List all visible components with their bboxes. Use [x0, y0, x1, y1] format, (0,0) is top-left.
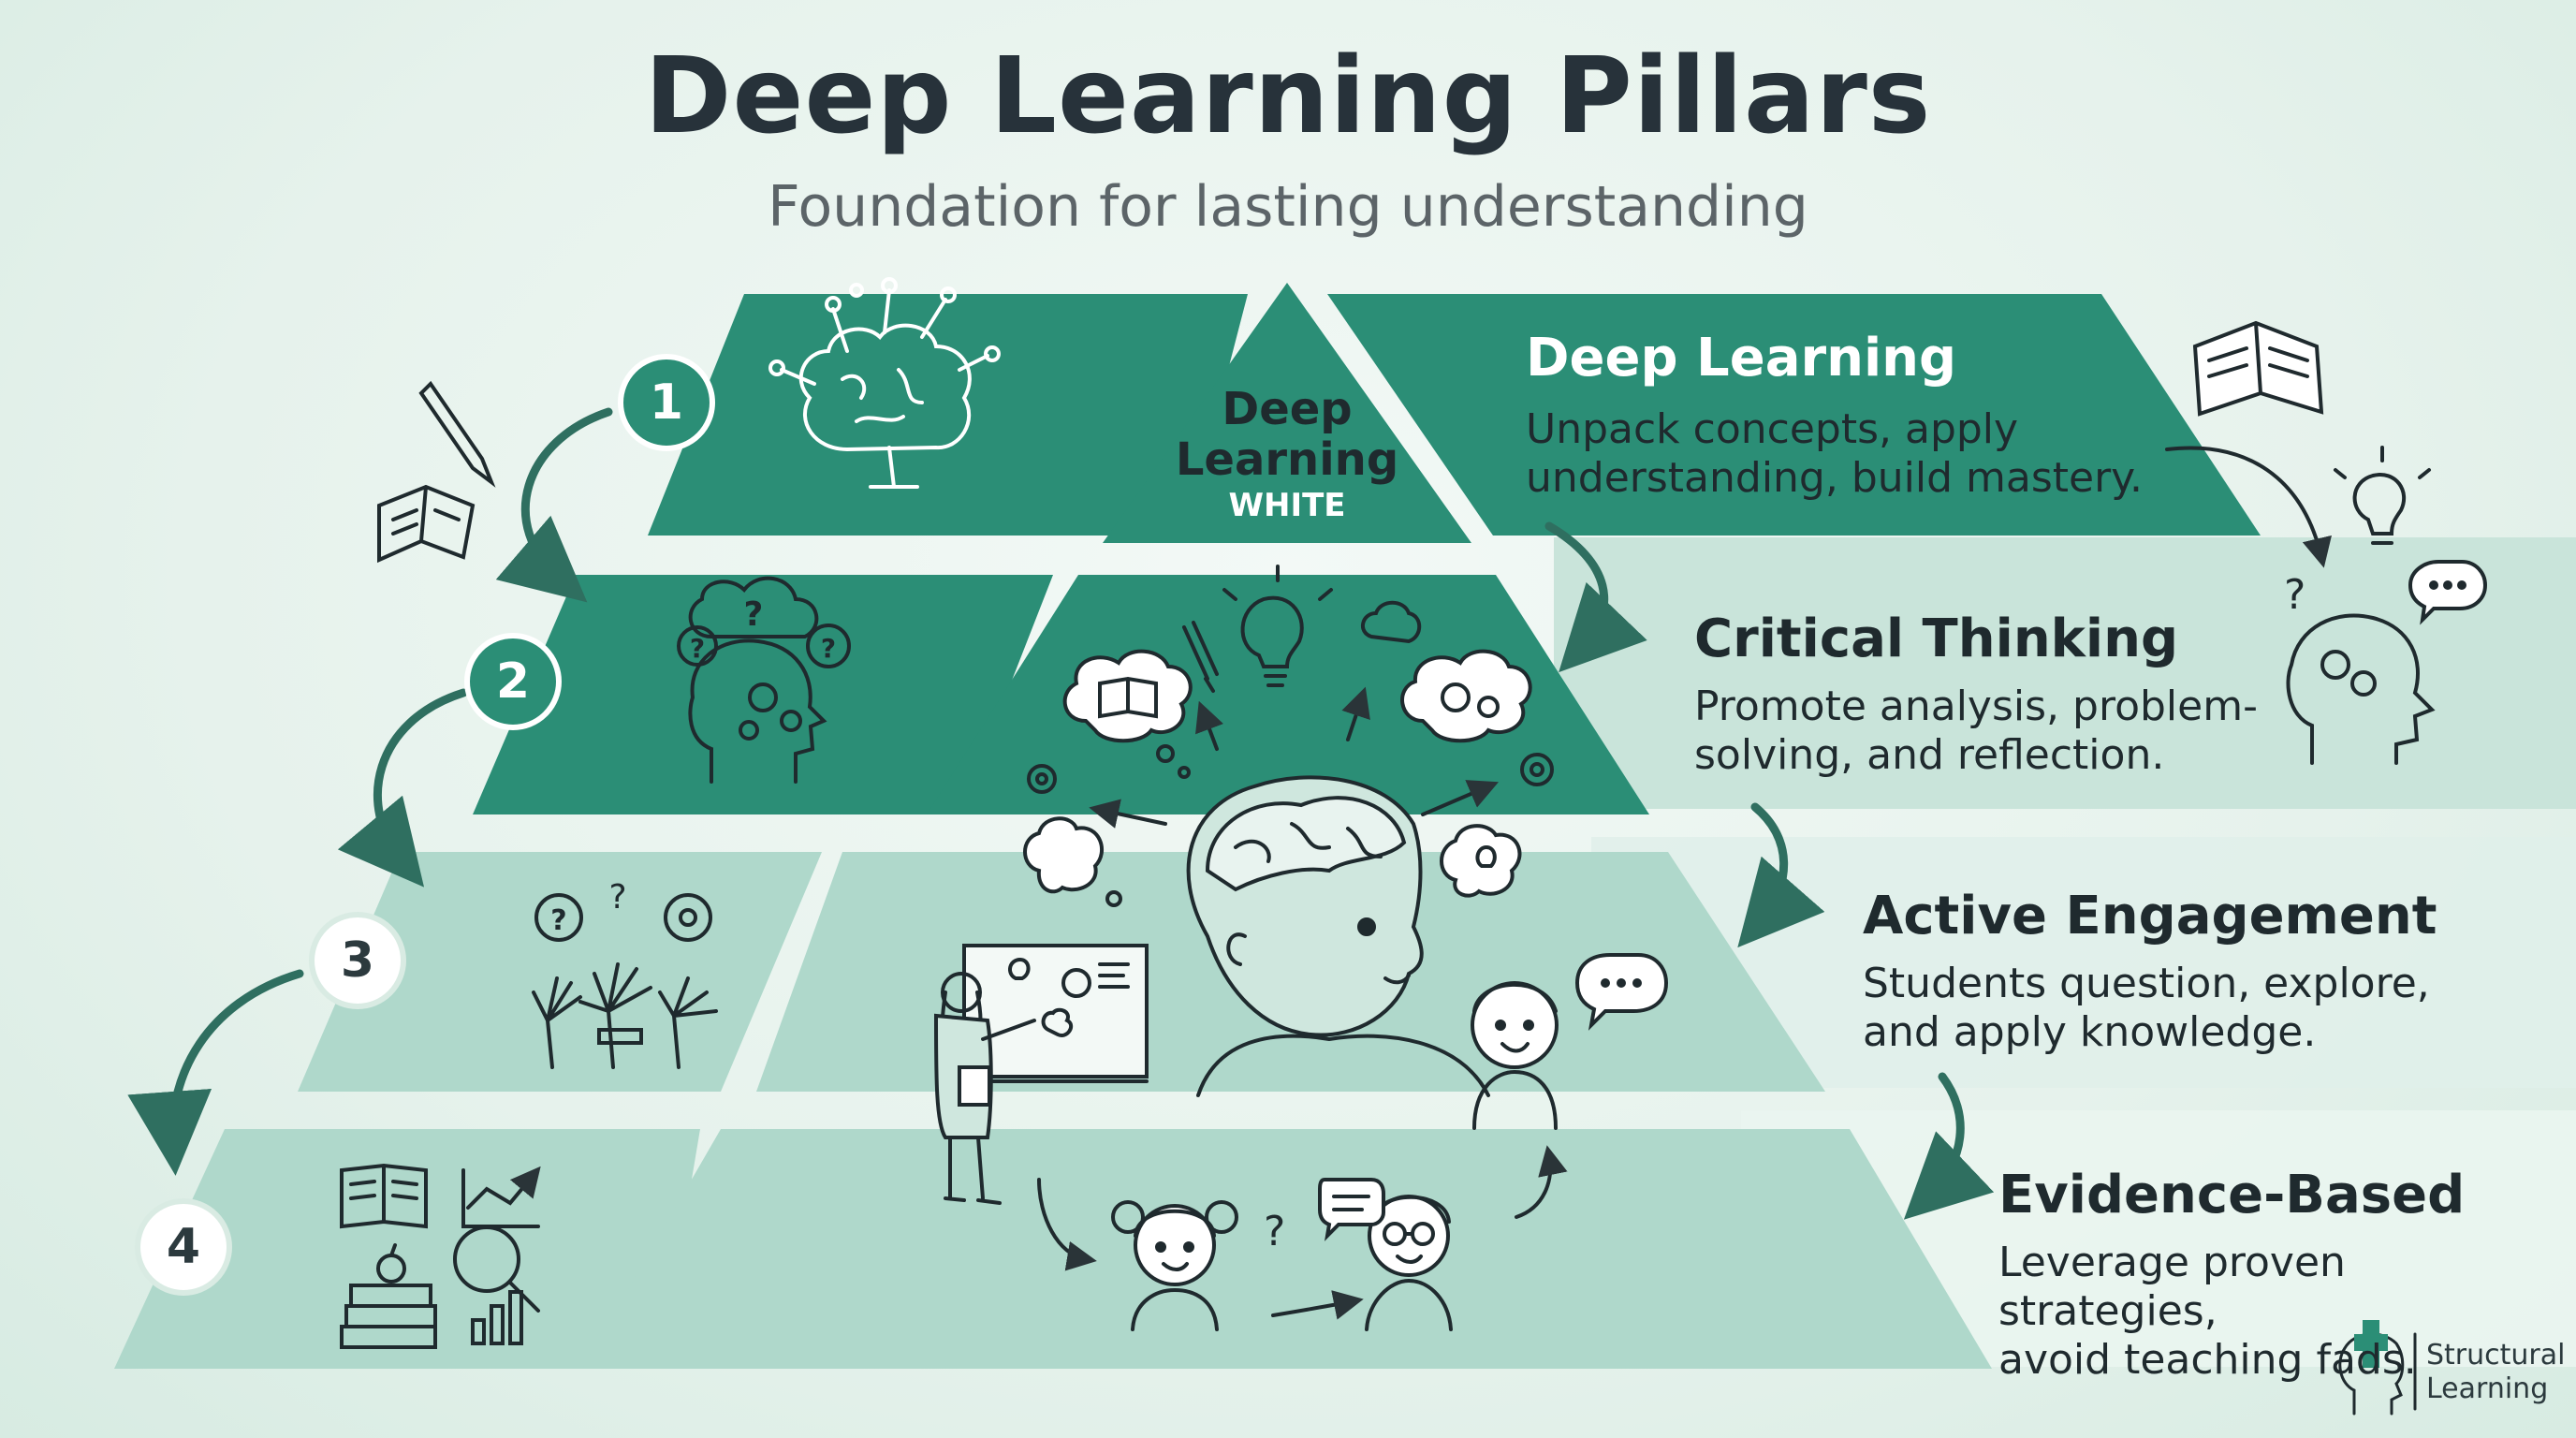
brand-line2: Learning: [2426, 1372, 2549, 1405]
tier-1-desc-line1: Unpack concepts, apply: [1526, 405, 2019, 453]
tier-3-desc-line2: and apply knowledge.: [1863, 1008, 2317, 1056]
thinking-person-icon: ?: [2165, 446, 2488, 765]
left-flow-arrows: [127, 407, 613, 1176]
tier-1-title: Deep Learning: [1526, 328, 1957, 389]
brand-line1: Structural: [2426, 1339, 2566, 1372]
tier-3-number-badge: 3: [309, 912, 406, 1009]
tier-4-desc-line1: Leverage proven strategies,: [1998, 1239, 2346, 1335]
pencil-icon: [418, 380, 496, 488]
brain-circuit-icon: [768, 277, 1001, 489]
tier-2-text: Critical Thinking Promote analysis, prob…: [1694, 609, 2312, 780]
svg-text:?: ?: [550, 904, 566, 937]
open-book-right-icon: [2192, 320, 2324, 417]
tier-3-title: Active Engagement: [1863, 886, 2437, 946]
page-subtitle: Foundation for lasting understanding: [768, 174, 1808, 240]
teacher-illustration: [933, 944, 1149, 1205]
tier-3-text: Active Engagement Students question, exp…: [1863, 886, 2555, 1057]
tier-1-shapes: [648, 283, 2261, 543]
svg-text:?: ?: [744, 595, 764, 634]
brand-wordmark: Structural Learning: [2426, 1339, 2567, 1406]
page-title: Deep Learning Pillars: [644, 36, 1932, 157]
svg-text:?: ?: [608, 878, 626, 917]
tier-4-number-badge: 4: [135, 1198, 232, 1296]
tier-2-desc-line1: Promote analysis, problem-: [1694, 682, 2258, 730]
svg-text:?: ?: [2284, 571, 2305, 619]
research-books-icon: [340, 1163, 541, 1349]
peak-label-line3: WHITE: [1228, 487, 1346, 524]
peak-label-line1: Deep: [1222, 383, 1353, 435]
tier-2-desc-line2: solving, and reflection.: [1694, 731, 2165, 779]
lightbulb-icon: [2334, 446, 2431, 545]
peak-label-line2: Learning: [1175, 433, 1399, 486]
svg-text:?: ?: [690, 633, 705, 664]
peak-label: Deep Learning WHITE: [1156, 384, 1418, 526]
tier-1-number-badge: 1: [618, 354, 715, 451]
tier-4-desc-line2: avoid teaching fads.: [1998, 1336, 2417, 1384]
right-flow-arrows: [1544, 521, 1995, 1220]
tier-3-desc-line1: Students question, explore,: [1863, 960, 2430, 1007]
svg-text:?: ?: [821, 633, 836, 664]
structural-learning-logo-icon: [2338, 1320, 2417, 1416]
svg-text:?: ?: [1264, 1208, 1285, 1255]
tier-2-shapes: [473, 575, 1649, 814]
students-discussing-illustration: ?: [1037, 1145, 1568, 1331]
boy-speaking-illustration: [1471, 953, 1669, 1130]
tier-2-number-badge: 2: [464, 633, 562, 730]
tier-4-title: Evidence-Based: [1998, 1165, 2466, 1225]
child-thinking-illustration: [1023, 565, 1554, 1097]
tier-2-title: Critical Thinking: [1694, 609, 2179, 669]
tier-1-desc-line2: understanding, build mastery.: [1526, 454, 2143, 502]
open-book-icon: [377, 484, 476, 564]
tier-1-text: Deep Learning Unpack concepts, apply und…: [1526, 328, 2275, 503]
raised-hands-icon: ? ?: [532, 878, 718, 1069]
thinking-head-icon: ? ? ?: [677, 576, 851, 784]
tier-4-shapes: [114, 1129, 1992, 1369]
tier-4-text: Evidence-Based Leverage proven strategie…: [1998, 1165, 2560, 1385]
